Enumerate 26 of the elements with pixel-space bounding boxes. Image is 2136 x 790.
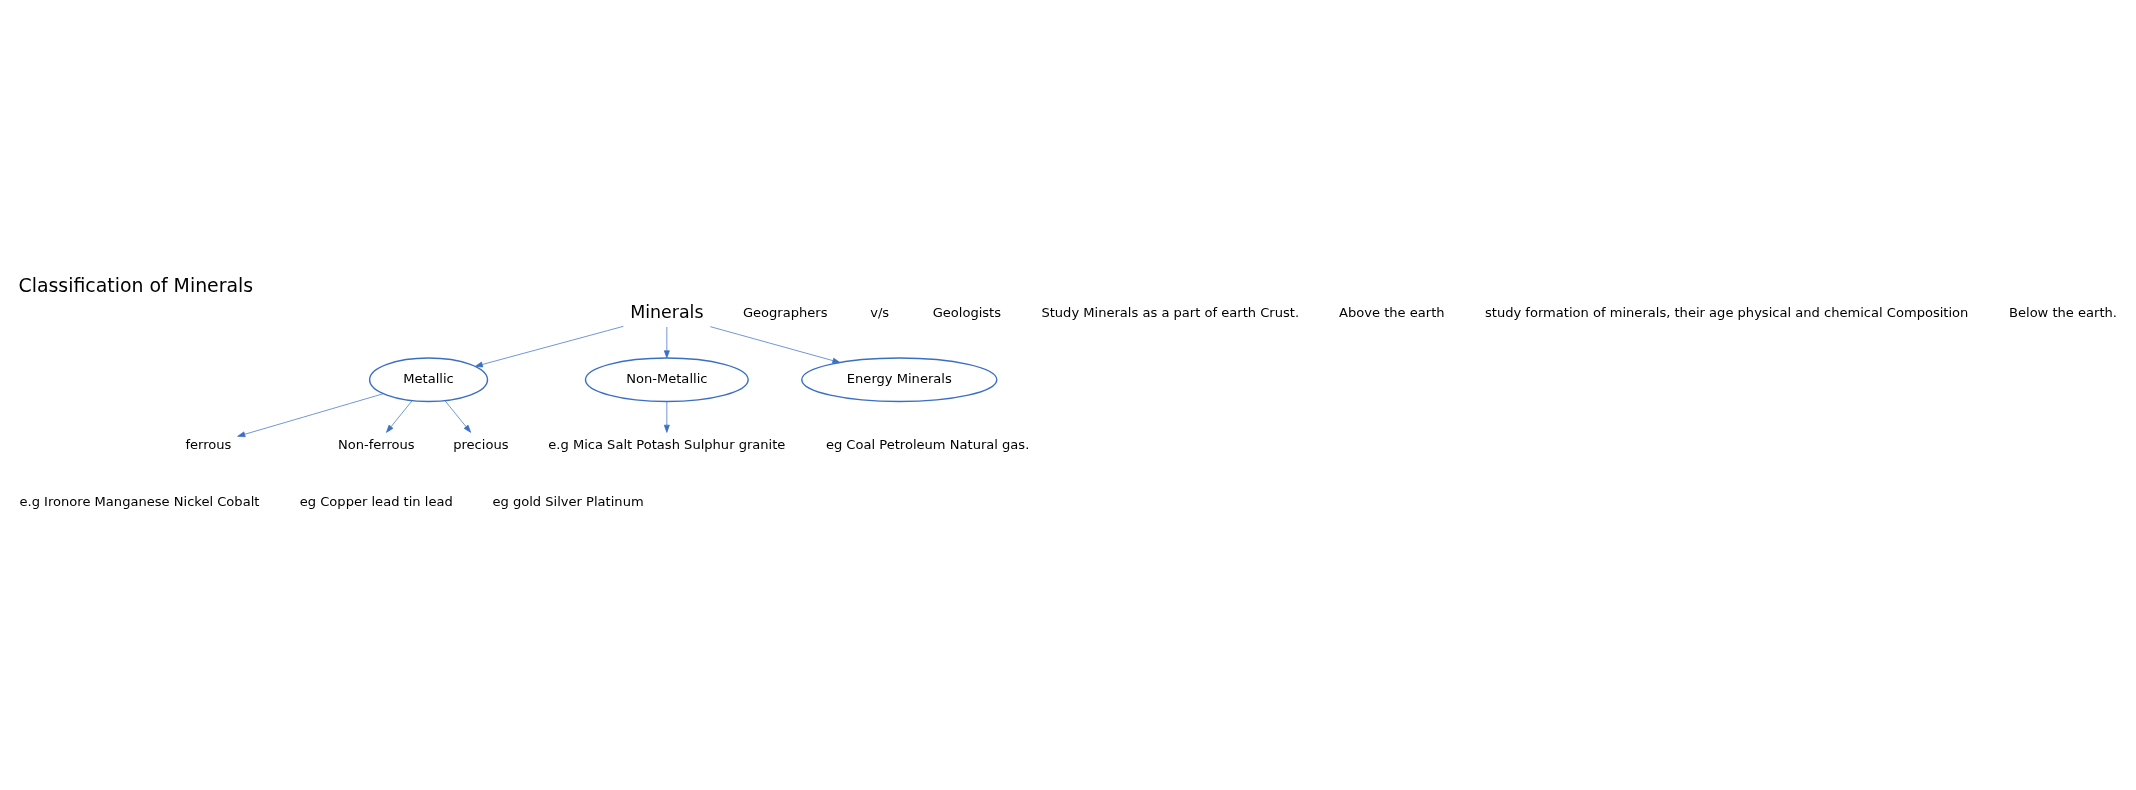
node-text: precious <box>453 436 509 452</box>
diagram-title: Classification of Minerals <box>18 273 254 296</box>
arrow <box>709 326 841 364</box>
node-label: eg gold Silver Platinum <box>492 494 644 510</box>
label: Geographers <box>742 305 828 321</box>
node-text: ferrous <box>185 436 232 452</box>
node-label: e.g Ironore Manganese Nickel Cobalt <box>19 494 260 510</box>
label: Above the earth <box>1339 305 1445 321</box>
arrow <box>444 400 472 433</box>
label: Below the earth. <box>2009 305 2118 321</box>
arrow <box>237 393 384 438</box>
label: Study Minerals as a part of earth Crust. <box>1041 305 1300 321</box>
label: study formation of minerals, their age physical and chemical Composition <box>1484 305 1969 321</box>
node-ellipse: Non-Metallic <box>584 357 749 403</box>
label: v/s <box>870 305 890 321</box>
node-text: Minerals <box>630 302 704 323</box>
node-label: eg Coal Petroleum Natural gas. <box>825 436 1030 452</box>
arrow <box>474 325 624 368</box>
arrow <box>386 400 413 433</box>
arrow <box>663 326 670 359</box>
arrow <box>663 401 670 433</box>
node-text: Non-ferrous <box>337 436 415 452</box>
node-ellipse: Metallic <box>368 357 489 403</box>
node-text: e.g Mica Salt Potash Sulphur granite <box>548 436 786 452</box>
node-label: eg Copper lead tin lead <box>299 494 453 510</box>
label: Geologists <box>932 305 1002 321</box>
